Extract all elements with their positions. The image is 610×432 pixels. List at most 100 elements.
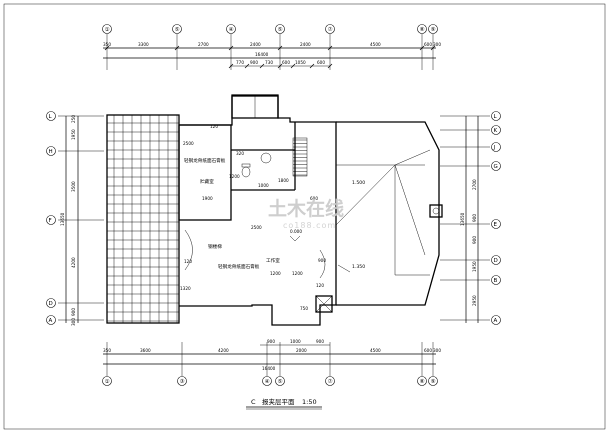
axis-right-7: B — [494, 278, 498, 284]
axis-top-3: ④ — [229, 27, 234, 33]
roof-tile-grid — [107, 115, 179, 323]
axis-bottom-6: ⑧ — [420, 379, 425, 385]
room-label-workroom: 工作室 — [266, 257, 280, 264]
plan-dim-14: 750 — [300, 306, 308, 311]
axis-bottom-3: ④ — [265, 379, 270, 385]
top-sub-2: 900 — [250, 60, 258, 65]
top-dim-2: 3300 — [138, 42, 149, 47]
axis-right-8: A — [494, 318, 498, 324]
left-total: 13650 — [60, 212, 65, 226]
bottom-sub-3: 900 — [316, 339, 324, 344]
storeroom-walls — [178, 124, 232, 221]
right-dim-1: 2700 — [472, 179, 477, 190]
top-dim-6: 4500 — [370, 42, 381, 47]
room-label-ceiling-b: 轻钢龙骨纸面石膏板 — [218, 263, 260, 270]
axis-right-2: K — [494, 128, 498, 134]
plan-dim-7: 320 — [236, 151, 244, 156]
axis-right-5: E — [494, 222, 498, 228]
left-dimensions: 1950 3500 4200 900 250 300 13650 L H F D… — [46, 111, 104, 326]
axis-left-5: A — [49, 318, 53, 324]
axis-bottom-5: ⑦ — [328, 378, 333, 385]
axis-left-3: F — [49, 218, 52, 224]
plan-dim-2: 2500 — [183, 141, 194, 146]
right-total: 13650 — [460, 212, 465, 226]
left-dim-2: 1950 — [71, 129, 76, 140]
axis-top-6: ⑧ — [420, 27, 425, 33]
central-walls — [179, 94, 337, 326]
left-dim-3: 3500 — [71, 181, 76, 192]
plan-dim-1: 120 — [210, 124, 218, 129]
axis-top-7: ⑨ — [431, 26, 436, 33]
axis-top-5: ⑦ — [328, 26, 333, 33]
top-dim-8: 300 — [433, 42, 441, 47]
plan-dim-11: 1320 — [180, 286, 191, 291]
bottom-dim-2: 3600 — [140, 348, 151, 353]
plan-dim-15: 120 — [316, 283, 324, 288]
toilet-icon — [241, 166, 251, 178]
left-dim-5: 900 — [71, 308, 76, 316]
watermark-site: co188.com — [283, 221, 336, 230]
top-sub-5: 1050 — [295, 60, 306, 65]
watermark: 土木在线 co188.com — [268, 197, 344, 230]
room-label-storeroom: 贮藏室 — [200, 178, 214, 185]
watermark-brand: 土木在线 — [268, 197, 344, 220]
dimension-tick — [290, 63, 296, 69]
elevation-1: 1.500 — [352, 180, 365, 186]
axis-right-6: D — [494, 258, 498, 264]
plan-dim-4: 1000 — [258, 183, 269, 188]
right-dim-5: 2950 — [472, 295, 477, 306]
axis-top-4: ⑤ — [278, 27, 283, 33]
top-axis-bubbles: ① ⑤ ④ ⑤ ⑦ ⑧ ⑨ — [102, 24, 438, 34]
plan-dim-3: 1900 — [202, 196, 213, 201]
axis-top-2: ⑤ — [175, 27, 180, 33]
plan-dim-13: 1200 — [292, 271, 303, 276]
bottom-dim-6: 600 — [424, 348, 432, 353]
plan-dim-8: 1200 — [229, 174, 240, 179]
axis-bottom-7: ⑨ — [431, 378, 436, 385]
top-dim-1: 350 — [103, 42, 111, 47]
dimension-tick — [244, 63, 250, 69]
bottom-dim-1: 350 — [103, 348, 111, 353]
title-label: C — [251, 398, 256, 406]
hipped-roof-outline — [336, 121, 440, 306]
title-scale: 1:50 — [302, 398, 317, 406]
top-dim-7: 600 — [424, 42, 432, 47]
axis-right-3: J — [493, 145, 496, 151]
drawing-title: C 报夹层平面 1:50 — [246, 397, 322, 410]
left-dim-1: 250 — [71, 115, 76, 123]
axis-left-4: D — [49, 301, 53, 307]
top-total: 16400 — [255, 52, 269, 57]
sheet-border — [3, 3, 606, 430]
bottom-dim-3: 4200 — [218, 348, 229, 353]
top-sub-1: 770 — [236, 60, 244, 65]
top-dim-3: 2700 — [198, 42, 209, 47]
room-label-ceiling-a: 轻钢龙骨纸面石膏板 — [184, 157, 226, 164]
elevation-2: 1.350 — [352, 264, 365, 270]
elevation-3: 0.000 — [290, 229, 302, 234]
axis-left-2: H — [49, 149, 53, 155]
right-dim-3: 900 — [472, 236, 477, 244]
top-sub-3: 730 — [265, 60, 273, 65]
plan-dim-6: 600 — [310, 196, 318, 201]
axis-right-1: L — [494, 114, 498, 120]
bottom-sub-2: 1000 — [290, 339, 301, 344]
top-dim-4: 2400 — [250, 42, 261, 47]
plan-dim-9: 1800 — [278, 178, 289, 183]
bottom-total: 16400 — [262, 366, 276, 371]
right-dim-2: 900 — [472, 214, 477, 222]
axis-bottom-1: ① — [105, 379, 110, 385]
axis-bottom-2: ③ — [180, 379, 185, 385]
bottom-dim-4: 2000 — [296, 348, 307, 353]
left-dim-4: 4200 — [71, 257, 76, 268]
bottom-dimensions: 900 1000 900 350 3600 4200 2000 4500 600… — [102, 339, 441, 386]
left-dim-6: 300 — [71, 318, 76, 326]
floor-plan: 0.000 1.500 1.350 轻钢龙骨纸面石膏板 贮藏室 钢楼梯 工作室 … — [106, 94, 443, 326]
dimension-tick — [309, 63, 315, 69]
right-dim-4: 1950 — [472, 261, 477, 272]
title-name: 报夹层平面 — [262, 397, 295, 406]
axis-top-1: ① — [105, 27, 110, 33]
bottom-dim-7: 300 — [433, 348, 441, 353]
axis-right-4: G — [494, 164, 498, 170]
plan-dim-16: 900 — [318, 258, 326, 263]
